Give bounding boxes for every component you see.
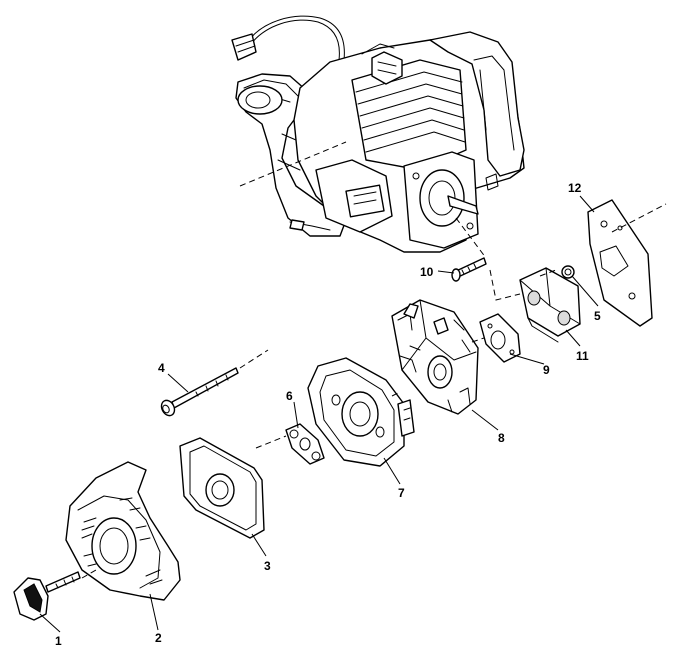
part-1-knob — [13, 571, 81, 621]
callout-11: 11 — [576, 349, 589, 363]
part-7-air-filter-base — [307, 357, 415, 467]
callout-8: 8 — [498, 431, 505, 445]
part-5-sleeve — [561, 265, 575, 279]
callout-10: 10 — [420, 265, 434, 279]
engine-shroud — [429, 31, 525, 177]
leader-lines — [39, 195, 599, 633]
callout-1: 1 — [55, 634, 62, 648]
engine-assembly — [231, 15, 525, 253]
leader-6 — [293, 401, 299, 429]
part-12-gasket — [587, 199, 653, 327]
leader-3 — [251, 533, 267, 557]
leader-4 — [167, 373, 189, 393]
part-2-filter-cover — [65, 461, 181, 601]
part-4-screw — [160, 367, 239, 417]
leader-8 — [471, 409, 499, 431]
callout-2: 2 — [155, 631, 162, 645]
alignment-lines — [81, 141, 667, 579]
leader-7 — [383, 457, 401, 485]
leader-1 — [39, 613, 61, 633]
part-11-spacer-block — [519, 267, 581, 343]
callout-3: 3 — [264, 559, 271, 573]
callout-labels: 1 2 3 4 5 6 7 8 9 10 11 12 — [55, 181, 601, 648]
leader-9 — [509, 353, 545, 365]
callout-4: 4 — [158, 361, 165, 375]
leader-5 — [571, 275, 599, 307]
ignition-wire — [245, 15, 345, 91]
cylinder — [351, 59, 467, 171]
ignition-module — [345, 184, 385, 218]
callout-6: 6 — [286, 389, 293, 403]
part-10-screw — [451, 257, 487, 282]
callout-5: 5 — [594, 309, 601, 323]
callout-12: 12 — [568, 181, 582, 195]
spark-plug — [371, 51, 403, 85]
intake-stud — [447, 195, 479, 215]
leader-2 — [149, 593, 159, 631]
leader-12 — [579, 195, 595, 213]
leader-11 — [565, 329, 581, 347]
part-8-carburetor — [391, 299, 479, 415]
clutch-hub — [237, 85, 283, 115]
callout-7: 7 — [398, 486, 405, 500]
part-9-gasket — [479, 313, 521, 363]
spark-plug-boot — [231, 33, 257, 61]
part-3-air-filter — [179, 437, 265, 539]
leader-10 — [437, 270, 455, 274]
part-6-baffle — [285, 423, 325, 465]
callout-9: 9 — [543, 363, 550, 377]
